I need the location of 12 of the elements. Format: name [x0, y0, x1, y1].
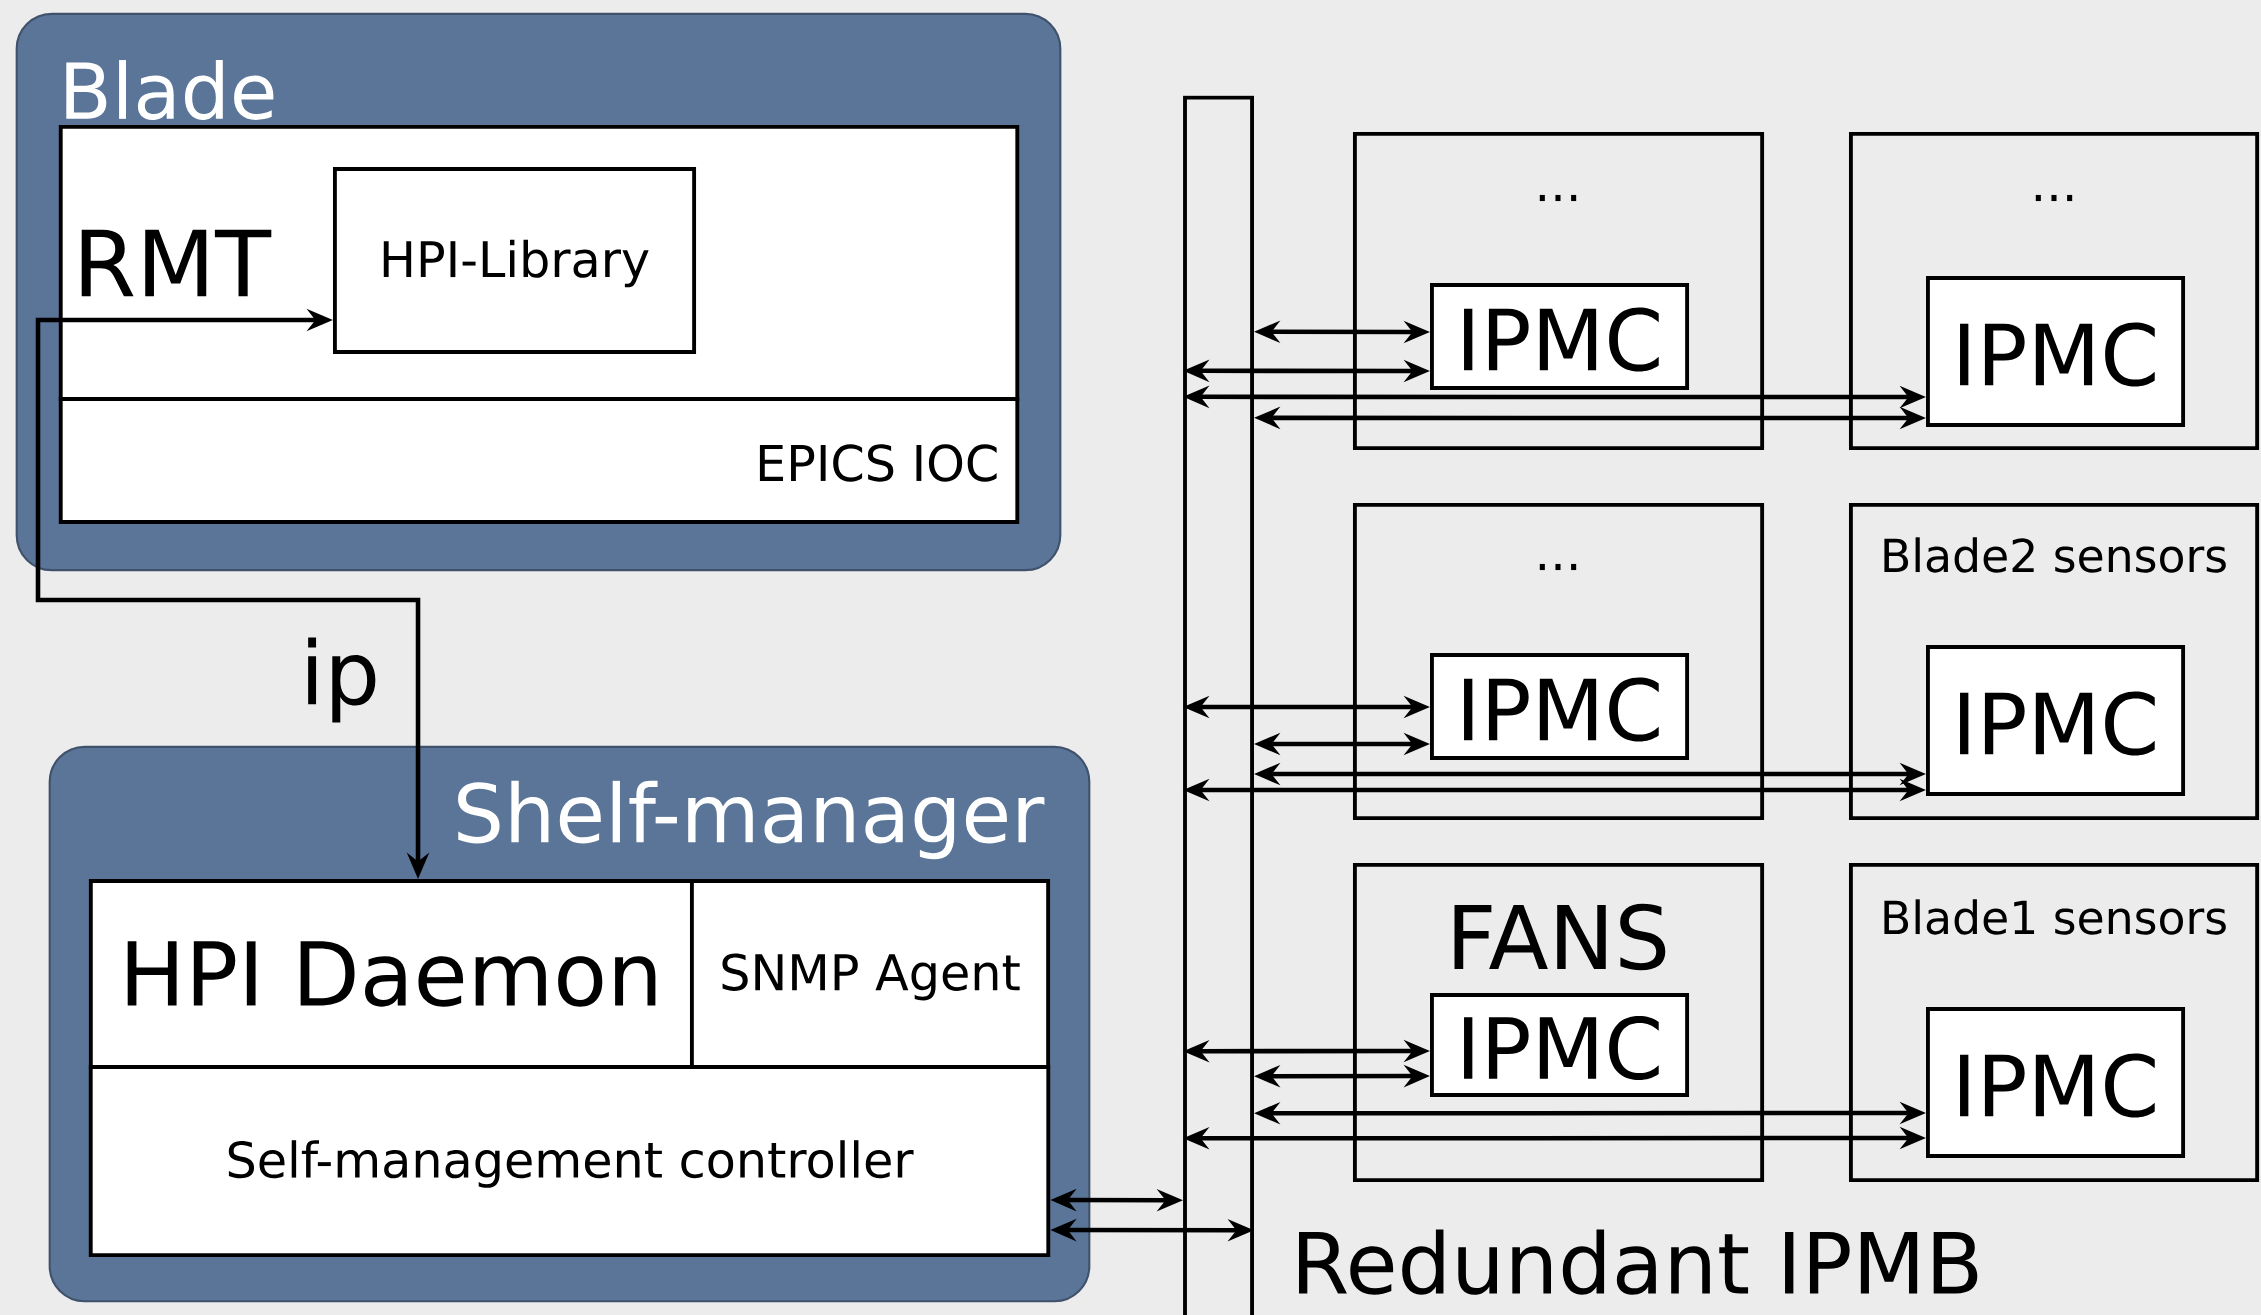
ipmc-box: IPMC [1430, 993, 1690, 1097]
ioc-box: EPICS IOC [58, 397, 1020, 524]
library-box: HPI-Library [332, 167, 697, 354]
agent-box: SNMP Agent [689, 879, 1051, 1069]
ipmc-box: IPMC [1926, 645, 2186, 796]
edge-label: ip [296, 633, 384, 727]
ipmc-box: IPMC [1430, 283, 1690, 390]
ipmc-box: IPMC [1430, 653, 1690, 760]
daemon-box: HPI Daemon [88, 879, 695, 1069]
ipmc-box: IPMC [1926, 276, 2186, 427]
ipmc-box: IPMC [1926, 1007, 2186, 1158]
node-label: Redundant IPMB [1299, 1229, 1978, 1295]
